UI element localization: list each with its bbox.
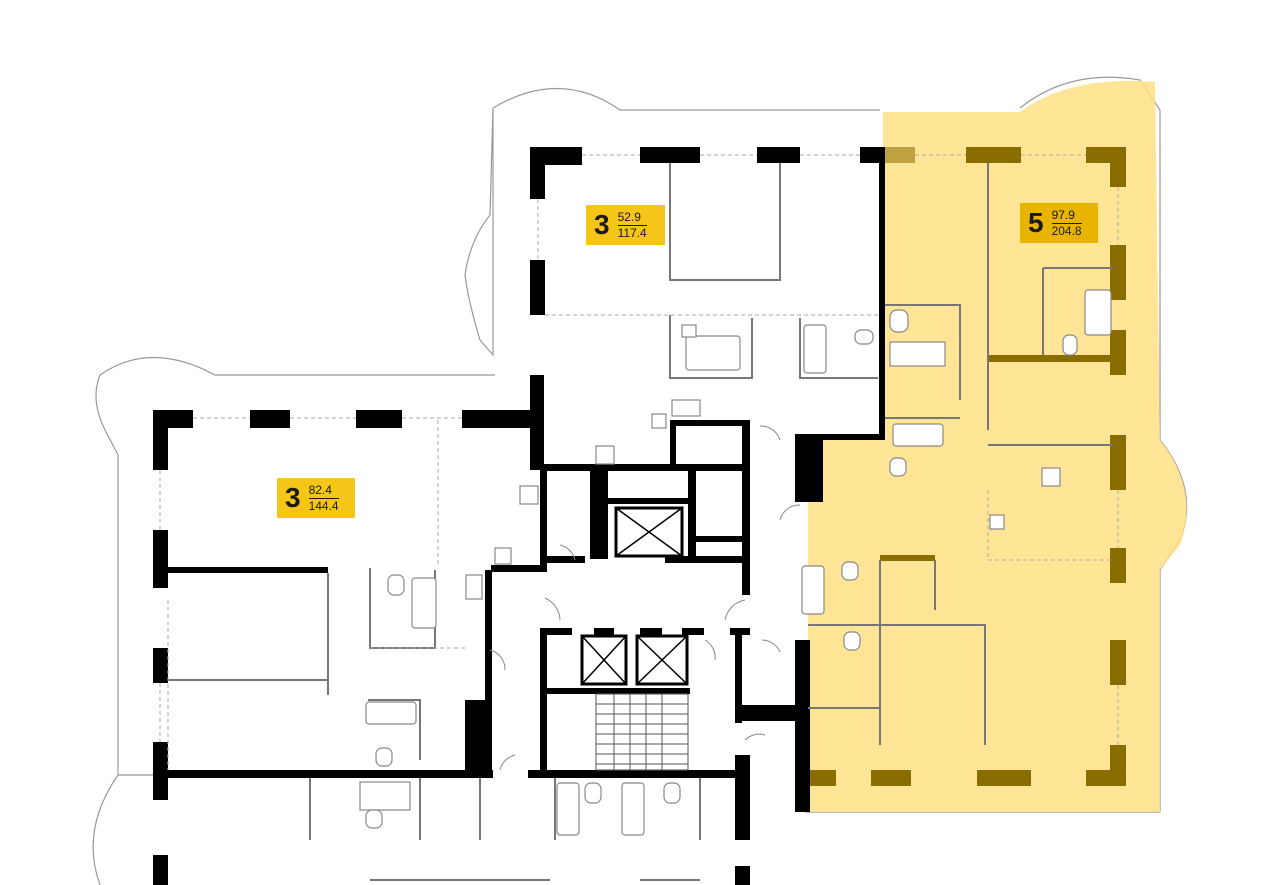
walls-left [153,410,542,885]
balcony-outline-left-bottom [92,774,119,885]
living-area: 52.9 [617,210,647,226]
balcony-outline-top [464,87,880,357]
core [465,420,823,885]
room-count: 5 [1028,207,1044,238]
walls-top-middle [530,147,885,470]
door-swings [489,425,801,771]
area-values: 52.9 117.4 [617,210,647,240]
apartment-badge-3-top[interactable]: 3 52.9 117.4 [586,205,665,245]
partitions [167,163,1113,881]
room-count: 3 [594,209,610,240]
area-values: 97.9 204.8 [1051,208,1082,238]
living-area: 97.9 [1051,208,1082,224]
balcony-outline-left [95,356,495,776]
bathroom-fixtures [359,289,1112,836]
apartment-badge-5-right[interactable]: 5 97.9 204.8 [1020,203,1098,243]
area-values: 82.4 144.4 [308,483,339,513]
walls-right[interactable] [808,147,1126,786]
windows [159,154,1119,745]
living-area: 82.4 [308,483,339,499]
room-count: 3 [285,482,301,513]
total-area: 144.4 [308,499,339,513]
apartment-5-highlight[interactable] [808,80,1187,813]
elevators [580,506,689,686]
apartment-badge-3-left[interactable]: 3 82.4 144.4 [277,478,355,518]
total-area: 204.8 [1051,224,1082,238]
stairs [595,693,689,771]
total-area: 117.4 [617,226,647,240]
